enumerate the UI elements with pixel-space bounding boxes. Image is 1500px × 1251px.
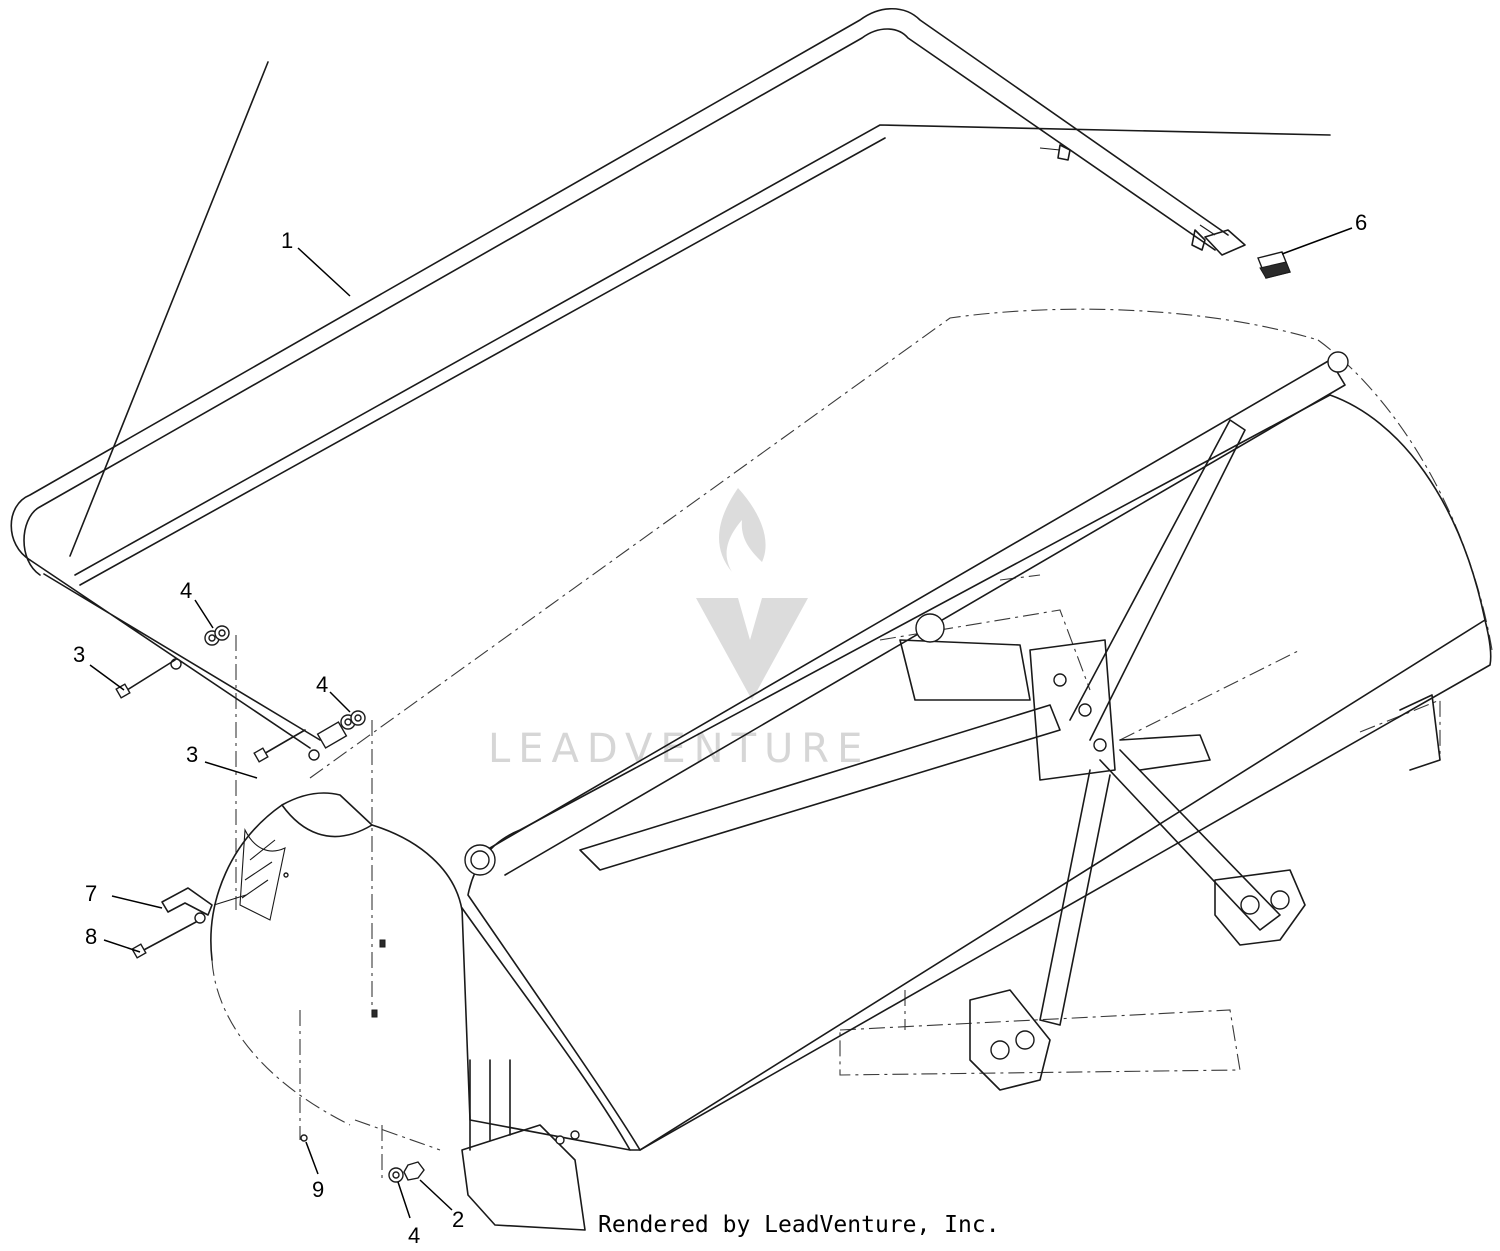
callout-1: 1 <box>281 228 293 253</box>
handle-frame <box>10 8 1331 761</box>
callout-4-lower: 4 <box>316 672 328 697</box>
perforated-roller-screen <box>371 351 1492 1151</box>
callout-6: 6 <box>1355 210 1367 235</box>
cap-plug <box>1257 251 1291 279</box>
callout-3-lower: 3 <box>186 742 198 767</box>
callout-4-upper: 4 <box>180 578 192 603</box>
callout-7: 7 <box>85 881 97 906</box>
watermark: LEADVENTURE <box>488 488 870 772</box>
callout-3-upper: 3 <box>73 642 85 667</box>
watermark-flame-icon <box>719 488 766 572</box>
callout-2: 2 <box>452 1207 464 1232</box>
callout-9: 9 <box>312 1177 324 1202</box>
callout-8: 8 <box>85 924 97 949</box>
bolt-latch <box>139 921 197 953</box>
roller-frame <box>579 419 1441 1091</box>
roller-body-phantom <box>211 308 1493 1180</box>
watermark-text: LEADVENTURE <box>488 726 870 772</box>
nut-bottom <box>403 1161 425 1181</box>
mount-bracket <box>461 1059 586 1231</box>
bolt-upper <box>123 659 176 693</box>
callout-4-bottom: 4 <box>408 1223 420 1248</box>
fitting-9 <box>300 1134 308 1142</box>
callout-leaders <box>89 227 1353 1219</box>
hardware <box>115 625 425 1183</box>
bolt-lower <box>261 729 306 756</box>
watermark-v-logo-icon <box>696 598 808 700</box>
latch-hook <box>161 887 213 916</box>
roller-side-plate <box>210 792 463 961</box>
render-credit: Rendered by LeadVenture, Inc. <box>598 1212 1000 1238</box>
callout-labels: 1 6 4 3 4 3 7 8 9 4 2 <box>73 210 1367 1248</box>
